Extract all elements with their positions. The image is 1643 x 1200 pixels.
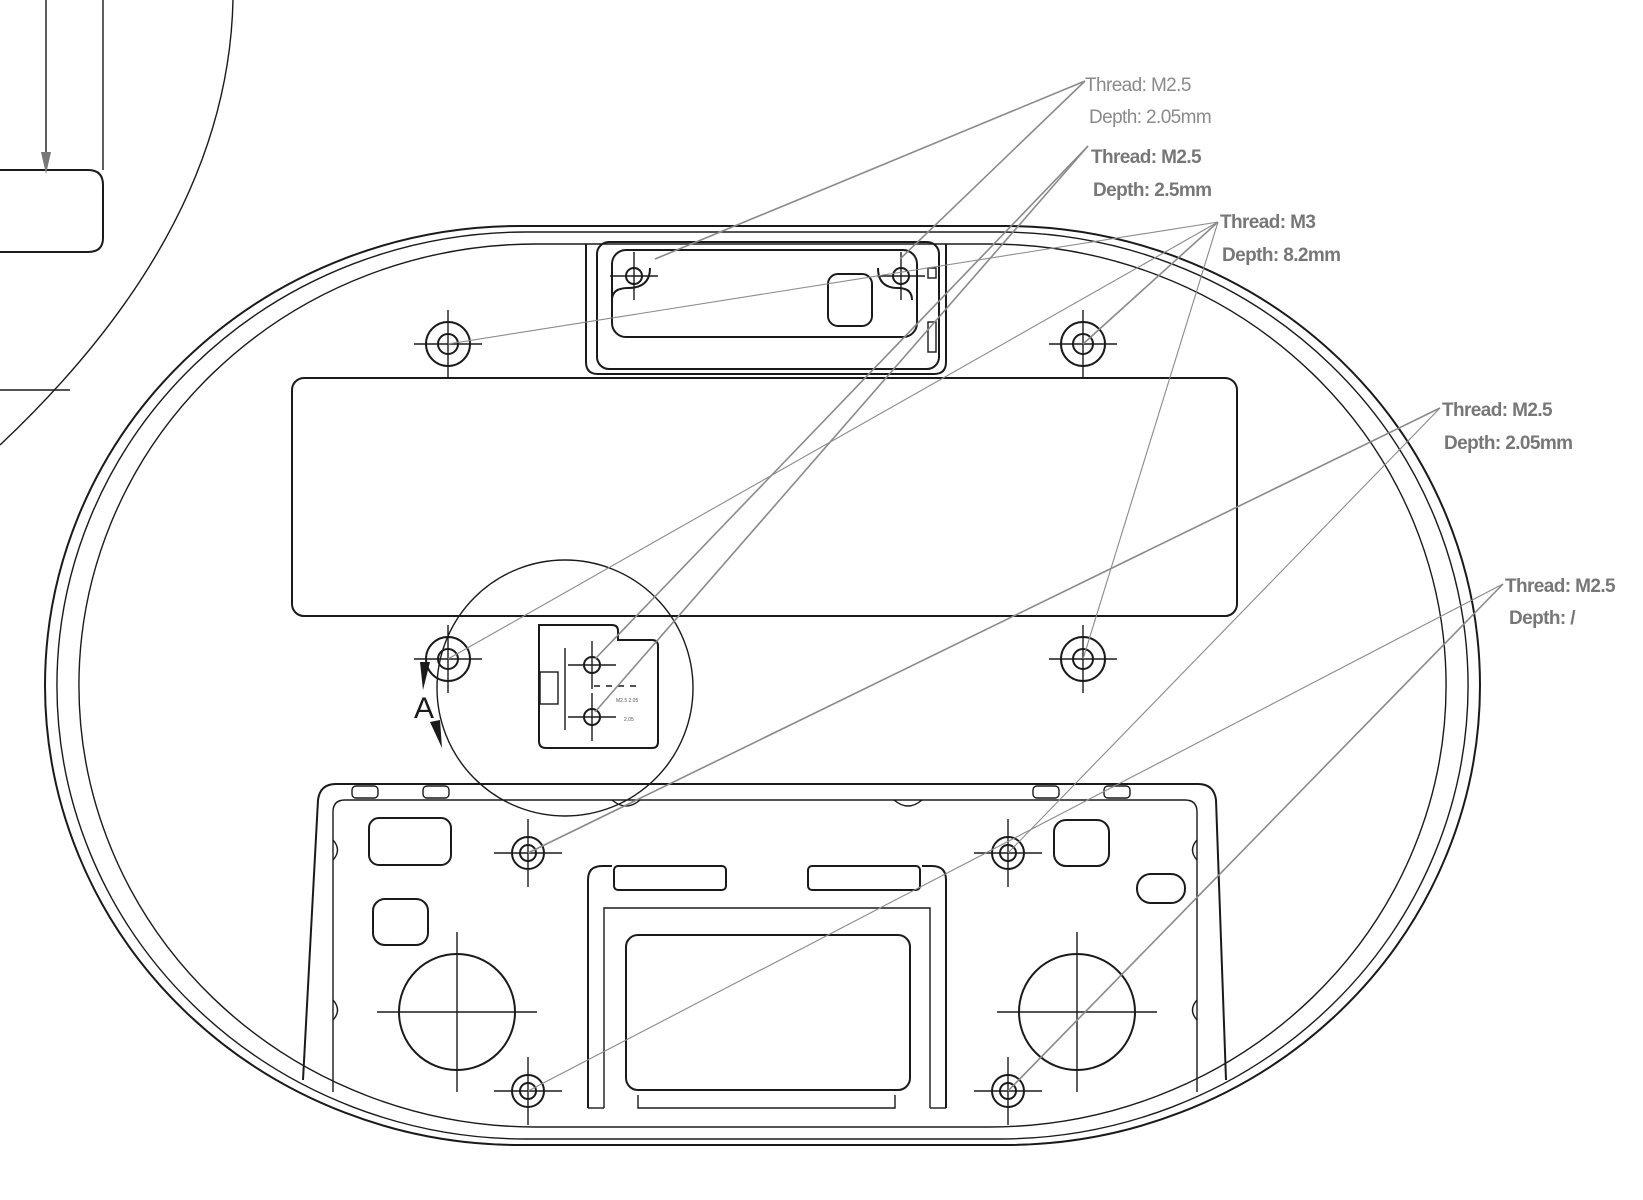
bottom-bay [302,783,1227,1109]
display-window [291,377,1238,617]
callout-5-depth: Depth: / [1509,608,1576,629]
svg-text:M2.5 2.05: M2.5 2.05 [616,698,638,704]
callout-2-thread: Thread: M2.5 [1091,147,1202,168]
threaded-hole [997,932,1157,1092]
callout-labels: Thread: M2.5 Depth: 2.05mm Thread: M2.5 … [1085,75,1617,629]
callout-1-depth: Depth: 2.05mm [1089,107,1211,128]
partial-detail-view [0,0,234,446]
callout-5-thread: Thread: M2.5 [1505,576,1616,597]
section-label: A [414,692,434,725]
threaded-hole [568,693,616,741]
detail-circle-a: M2.5 2.05 2.05 [436,559,694,817]
threaded-hole [877,252,925,300]
housing-outline [44,225,1481,1146]
callout-4-thread: Thread: M2.5 [1442,400,1553,421]
callout-2-depth: Depth: 2.5mm [1093,180,1211,201]
threaded-hole [1049,625,1117,693]
callout-1-thread: Thread: M2.5 [1085,75,1191,96]
callout-4-depth: Depth: 2.05mm [1444,433,1572,454]
callout-3-thread: Thread: M3 [1220,212,1315,233]
threaded-hole [377,932,537,1092]
callout-3-depth: Depth: 8.2mm [1222,245,1340,266]
threaded-hole [610,252,658,300]
svg-text:2.05: 2.05 [624,717,634,723]
threaded-hole [568,641,616,689]
threaded-hole [494,1057,562,1125]
threaded-holes [377,252,1157,1125]
leader-lines [447,80,1504,1092]
top-connector-bay [585,241,947,375]
